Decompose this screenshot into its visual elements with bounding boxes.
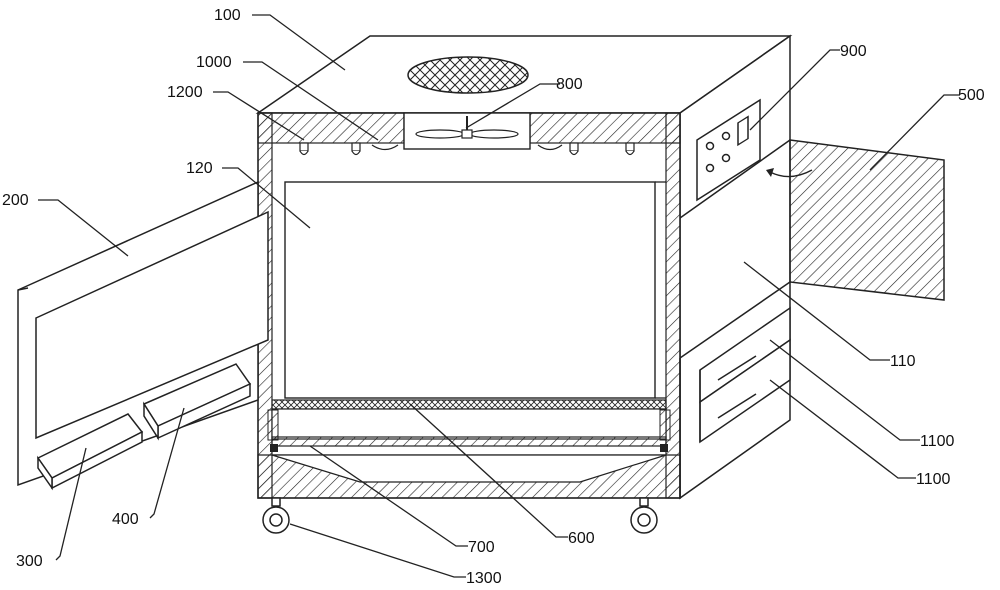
label-110: 110 [890, 353, 916, 370]
tray-side-left [267, 409, 279, 441]
lamp-row [299, 142, 635, 156]
funnel-bottom [271, 454, 667, 483]
label-700: 700 [468, 539, 495, 556]
label-1100-upper: 1100 [920, 433, 955, 450]
caster-left [262, 497, 290, 534]
tray-frame [271, 408, 667, 440]
label-800: 800 [556, 76, 583, 93]
label-1000: 1000 [196, 54, 232, 71]
leader-lines [38, 14, 960, 578]
tray-side-right [659, 409, 671, 441]
top-vent-mesh [407, 56, 529, 94]
label-1100-lower: 1100 [916, 471, 951, 488]
label-120: 120 [186, 160, 213, 177]
plate-clip-right [660, 444, 668, 452]
top-wall-hatch-right [529, 112, 681, 144]
label-600: 600 [568, 530, 595, 547]
side-door-open [789, 139, 945, 301]
label-500: 500 [958, 87, 985, 104]
label-100: 100 [214, 7, 241, 24]
plate-clip-left [270, 444, 278, 452]
label-1200: 1200 [167, 84, 203, 101]
cabinet-right-face [679, 34, 791, 500]
inner-box [284, 181, 656, 399]
top-wall-hatch-left [257, 112, 405, 144]
mesh-tray [271, 399, 667, 410]
front-door-window [35, 210, 269, 440]
label-900: 900 [840, 43, 867, 60]
label-300: 300 [16, 553, 43, 570]
label-400: 400 [112, 511, 139, 528]
label-200: 200 [2, 192, 29, 209]
collection-plate [271, 436, 667, 447]
fan-icon [415, 116, 519, 139]
display-screen [737, 115, 749, 147]
caster-right [630, 497, 658, 534]
label-1300: 1300 [466, 570, 502, 587]
